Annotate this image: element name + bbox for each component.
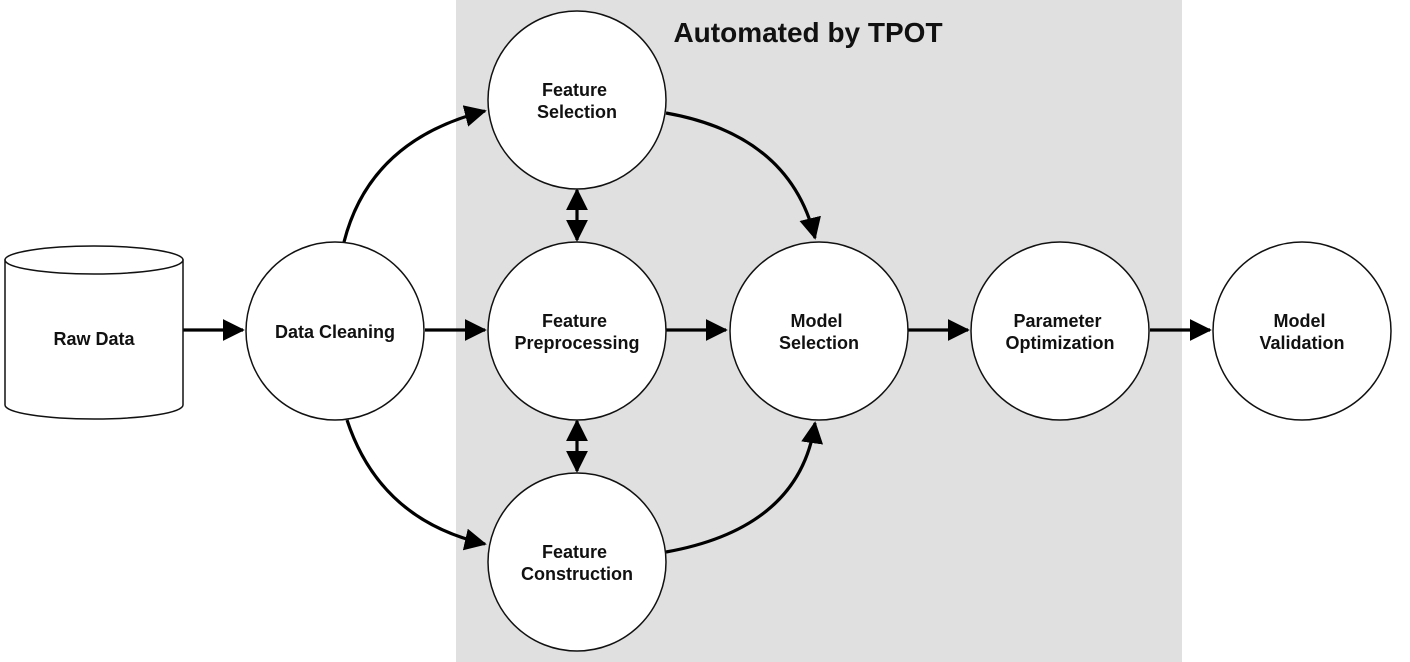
node-label-line: Feature bbox=[542, 80, 607, 100]
node-label-model-selection: Model Selection bbox=[779, 311, 859, 353]
node-label-line: Model bbox=[1273, 311, 1325, 331]
node-label-line: Validation bbox=[1259, 333, 1344, 353]
node-circle bbox=[970, 241, 1150, 421]
node-circle bbox=[245, 241, 425, 421]
node-circle bbox=[1212, 241, 1392, 421]
node-data-cleaning: Data Cleaning bbox=[245, 241, 425, 421]
edge-data-cleaning-to-feature-construction bbox=[345, 419, 487, 551]
automation-region-title: Automated by TPOT bbox=[673, 17, 942, 48]
node-label-line: Selection bbox=[779, 333, 859, 353]
node-feature-preprocessing: Feature Preprocessing bbox=[487, 241, 667, 421]
node-label-line: Raw Data bbox=[53, 329, 135, 349]
node-parameter-optimization: Parameter Optimization bbox=[970, 241, 1150, 421]
node-circle bbox=[487, 10, 667, 190]
node-label-line: Feature bbox=[542, 311, 607, 331]
node-label-parameter-optimization: Parameter Optimization bbox=[1006, 311, 1115, 353]
edge-data-cleaning-to-feature-selection bbox=[342, 105, 487, 243]
cylinder-body bbox=[4, 259, 184, 420]
node-label-feature-preprocessing: Feature Preprocessing bbox=[514, 311, 639, 353]
node-model-validation: Model Validation bbox=[1212, 241, 1392, 421]
node-label-line: Data Cleaning bbox=[275, 322, 395, 342]
node-label-line: Feature bbox=[542, 542, 607, 562]
node-label-model-validation: Model Validation bbox=[1259, 311, 1344, 353]
edge-feature-selection-to-model-selection bbox=[665, 111, 821, 240]
node-label-data-cleaning: Data Cleaning bbox=[275, 322, 395, 342]
node-feature-construction: Feature Construction bbox=[487, 472, 667, 652]
edge-feature-construction-to-model-selection bbox=[665, 421, 824, 554]
node-label-line: Construction bbox=[521, 564, 633, 584]
node-circle bbox=[487, 241, 667, 421]
node-label-raw-data: Raw Data bbox=[53, 329, 135, 349]
node-feature-selection: Feature Selection bbox=[487, 10, 667, 190]
node-label-feature-construction: Feature Construction bbox=[521, 542, 633, 584]
node-label-line: Selection bbox=[537, 102, 617, 122]
node-label-line: Model bbox=[790, 311, 842, 331]
edges bbox=[182, 105, 1212, 554]
node-label-feature-selection: Feature Selection bbox=[537, 80, 617, 122]
node-label-line: Preprocessing bbox=[514, 333, 639, 353]
node-model-selection: Model Selection bbox=[729, 241, 909, 421]
node-raw-data: Raw Data bbox=[4, 245, 184, 420]
node-circle bbox=[729, 241, 909, 421]
cylinder-top bbox=[4, 245, 184, 275]
node-circle bbox=[487, 472, 667, 652]
node-label-line: Parameter bbox=[1013, 311, 1101, 331]
node-label-line: Optimization bbox=[1006, 333, 1115, 353]
